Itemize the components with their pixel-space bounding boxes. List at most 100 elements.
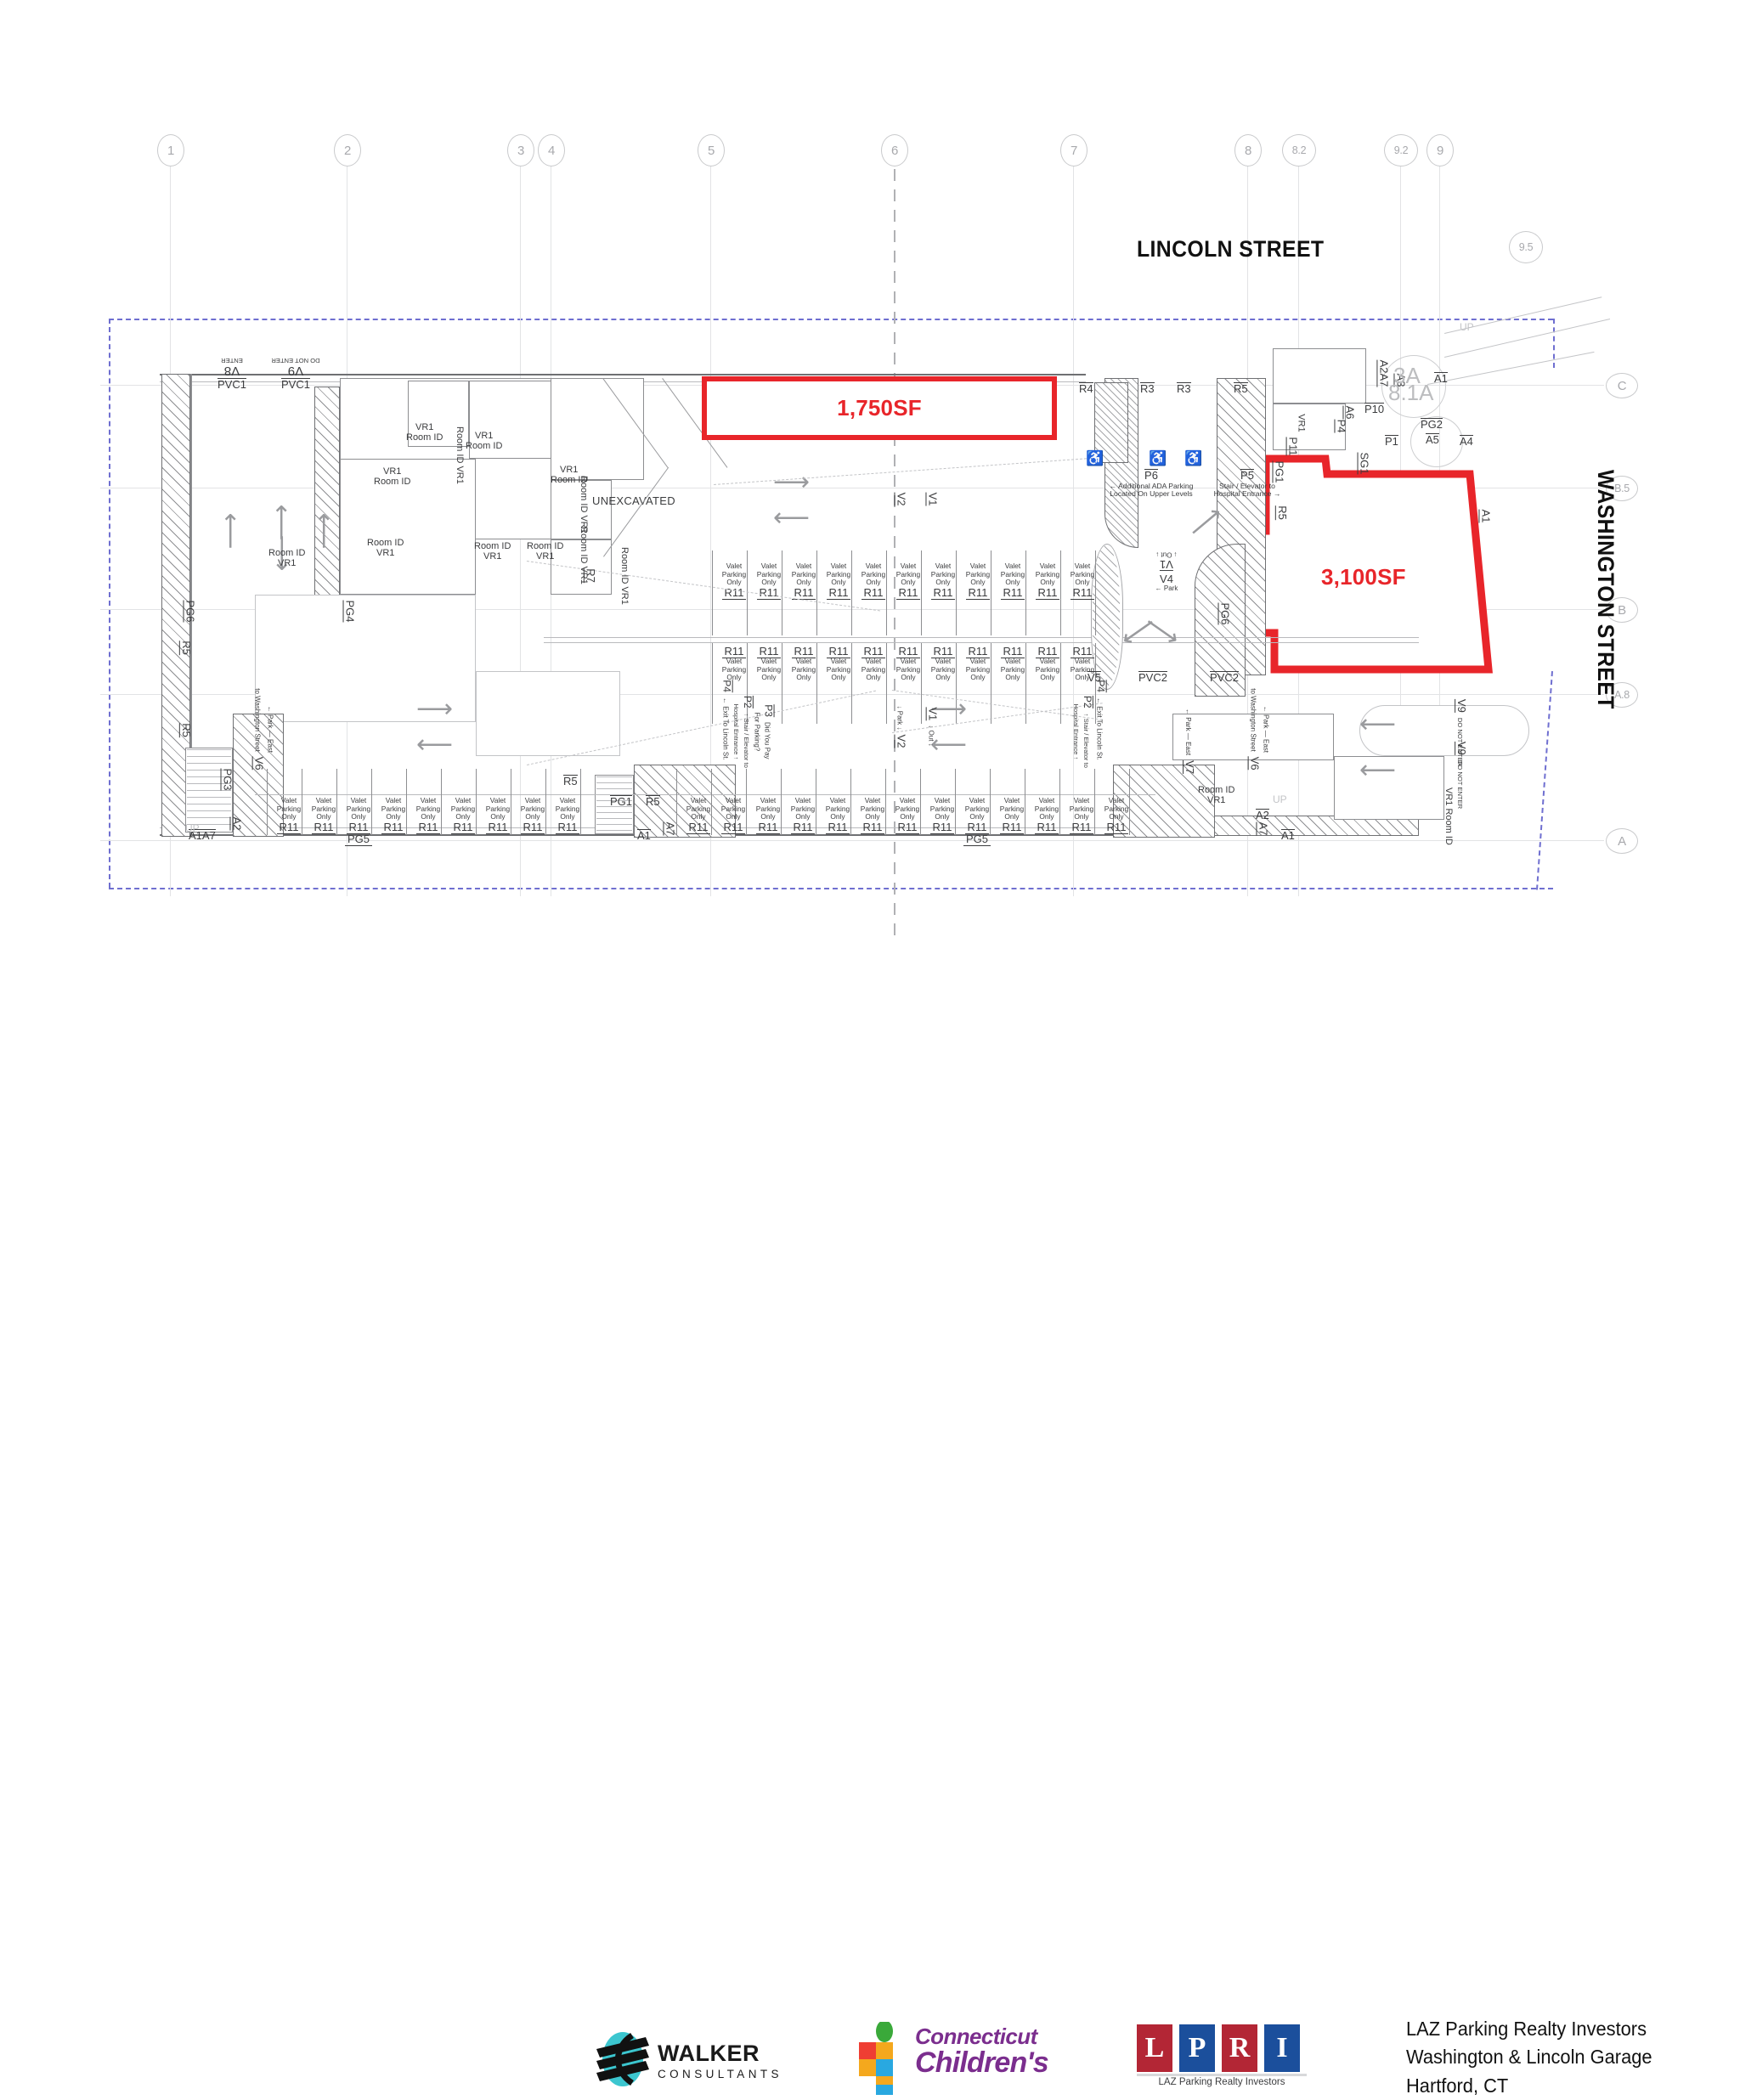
tag-P11: P11 <box>1285 437 1300 456</box>
flow-arrow-left-1: ⟶ <box>773 467 811 497</box>
parking-stall-divider <box>885 769 887 835</box>
parking-stall-divider <box>676 769 678 835</box>
tag-R5-mid-south: R5 <box>563 775 578 788</box>
room-block-n-mid2 <box>551 480 612 539</box>
entry-sign-V9: DO NOT ENTER V9 PVC1 <box>263 357 328 392</box>
grid-bubble-label: 1 <box>167 143 175 158</box>
parking-stall-divider <box>886 550 888 635</box>
room-label-6: Room ID VR1 <box>474 541 511 562</box>
tag-PG6-west: PG6 <box>183 600 197 623</box>
parking-stall-code: R11 <box>549 820 586 834</box>
gridline-A <box>100 840 1604 841</box>
parking-stall-code: R11 <box>994 585 1031 600</box>
room-label-5: Room ID VR1 <box>367 538 404 559</box>
room-block-sw <box>255 595 476 722</box>
parking-stall-code: R11 <box>855 585 892 600</box>
room-nw-1 <box>408 381 469 447</box>
parking-stall-code: R11 <box>1098 820 1135 834</box>
grid-bubble-label: 8 <box>1244 143 1252 158</box>
entry-sign-V8: ENTER V8 PVC1 <box>204 357 260 392</box>
lease-area-1750sf[interactable]: 1,750SF <box>702 376 1057 440</box>
street-label-lincoln: LINCOLN STREET <box>1137 236 1325 262</box>
parking-stall-divider <box>1060 550 1062 635</box>
flow-arrow-up-right: ⟶ <box>308 512 339 550</box>
parking-stall-divider <box>712 643 714 724</box>
parking-stall-divider <box>1059 769 1061 835</box>
room-label-4: VR1 Room ID <box>551 465 587 486</box>
wayfinding-V6-right-code: V6 <box>1247 756 1262 771</box>
title-block-line3: Hartford, CT <box>1406 2074 1509 2097</box>
room-label-code: VR1 <box>475 431 494 441</box>
ada-stall-hatch <box>1094 382 1128 463</box>
parking-stall-code: R11 <box>340 820 377 834</box>
wayfinding-V9-east-2: V9 DO NOT ENTER <box>1410 741 1512 809</box>
lpri-tile-I: I <box>1264 2024 1300 2072</box>
room-label-code: VR1 <box>383 466 402 477</box>
flow-arrow-left-3: ⟶ <box>416 694 454 724</box>
room-label-8: Room ID VR1 <box>454 426 465 484</box>
parking-stall-code: R11 <box>1064 645 1101 658</box>
wayfinding-V1-code: V1 <box>925 707 940 721</box>
parking-stall-divider <box>816 550 818 635</box>
tag-R5-top: R5 <box>1234 382 1248 395</box>
room-label-code: VR1 <box>376 547 395 558</box>
ada-symbol-2: ♿ <box>1149 450 1167 466</box>
room-nw-2 <box>469 381 556 459</box>
tag-PG3: PG3 <box>220 768 234 791</box>
grid-bubble-label: B <box>1618 602 1626 618</box>
parking-stall-divider <box>1095 550 1097 635</box>
room-label-sub: Room ID <box>578 527 589 564</box>
room-label-11: Room ID VR1 <box>619 547 630 605</box>
room-label-sub: Room ID <box>619 547 630 584</box>
parking-stall-code: R11 <box>959 585 997 600</box>
tag-R3-a: R3 <box>1140 382 1155 395</box>
room-block-n-mid <box>551 378 644 480</box>
ccmc-logo-text: Connecticut Children's <box>915 2024 1049 2077</box>
grid-bubble-A: A <box>1606 828 1638 854</box>
grid-bubble-2: 2 <box>334 134 361 167</box>
parking-stall-divider <box>1060 643 1062 724</box>
title-block-line1: LAZ Parking Realty Investors <box>1406 2018 1647 2040</box>
wayfinding-P4-right-text: ← Exit To Lincoln St. <box>1095 697 1104 760</box>
parking-stall-divider <box>1025 643 1027 724</box>
wayfinding-V9-east-2-inner: V9 DO NOT ENTER <box>1455 741 1469 809</box>
tag-P1: P1 <box>1385 435 1398 448</box>
wall-hatch-west2 <box>314 387 340 624</box>
wall-curve-west <box>190 374 328 837</box>
ccmc-line1: Connecticut <box>915 2024 1037 2049</box>
tag-A6: A6 <box>1342 405 1357 420</box>
room-label-sub: Room ID <box>374 476 411 487</box>
wayfinding-V6-right-inner: ← Park — East to Washington Street V6 <box>1247 688 1271 771</box>
tag-R5-south: R5 <box>646 795 660 808</box>
room-label-code: VR1 <box>483 550 502 562</box>
tag-A4: A4 <box>1460 435 1473 448</box>
wayfinding-V1-inner: V1 ↓ Out ↓ <box>925 707 940 747</box>
wayfinding-V7: ← Park — East V7 <box>1143 708 1236 775</box>
room-label-code: VR1 <box>1207 794 1226 805</box>
tag-A1-south: A1 <box>637 829 651 842</box>
parking-stall-code: R11 <box>924 820 961 834</box>
parking-stall-code: R11 <box>854 820 891 834</box>
parking-stall-code: R11 <box>270 820 308 834</box>
parking-stall-divider <box>371 769 373 835</box>
street-label-washington: WASHINGTON STREET <box>1593 470 1619 709</box>
wayfinding-P3-code: P3 <box>762 704 775 717</box>
